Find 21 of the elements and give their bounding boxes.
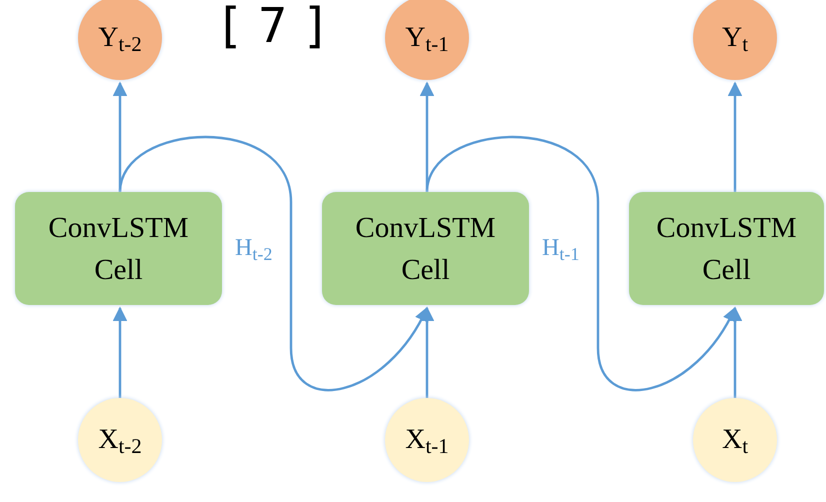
cell-box bbox=[629, 192, 824, 305]
node-label: X$_{t}$ bbox=[722, 426, 748, 454]
arrow bbox=[426, 136, 736, 392]
node-label: X$_{t-2}$ bbox=[98, 426, 142, 454]
edge-label: H$_{t-2}$ bbox=[235, 236, 272, 260]
node-label: ConvLSTM Cell bbox=[354, 210, 497, 288]
node-label: Y$_{t-2}$ bbox=[98, 24, 142, 52]
arrow bbox=[118, 136, 428, 392]
arrow bbox=[728, 306, 742, 398]
arrow bbox=[728, 82, 742, 192]
node-label: Y$_{t-1}$ bbox=[405, 24, 449, 52]
cell-box bbox=[15, 192, 222, 305]
reference-number: [7] bbox=[215, 2, 345, 50]
node-label: ConvLSTM Cell bbox=[655, 210, 798, 288]
node-label: Y$_{t}$ bbox=[722, 24, 748, 52]
node-label: X$_{t-1}$ bbox=[405, 426, 449, 454]
edge-label: H$_{t-1}$ bbox=[542, 236, 580, 260]
arrow bbox=[112, 306, 128, 398]
cell-box bbox=[322, 192, 529, 305]
arrow bbox=[420, 306, 434, 398]
node-label: ConvLSTM Cell bbox=[47, 210, 190, 288]
